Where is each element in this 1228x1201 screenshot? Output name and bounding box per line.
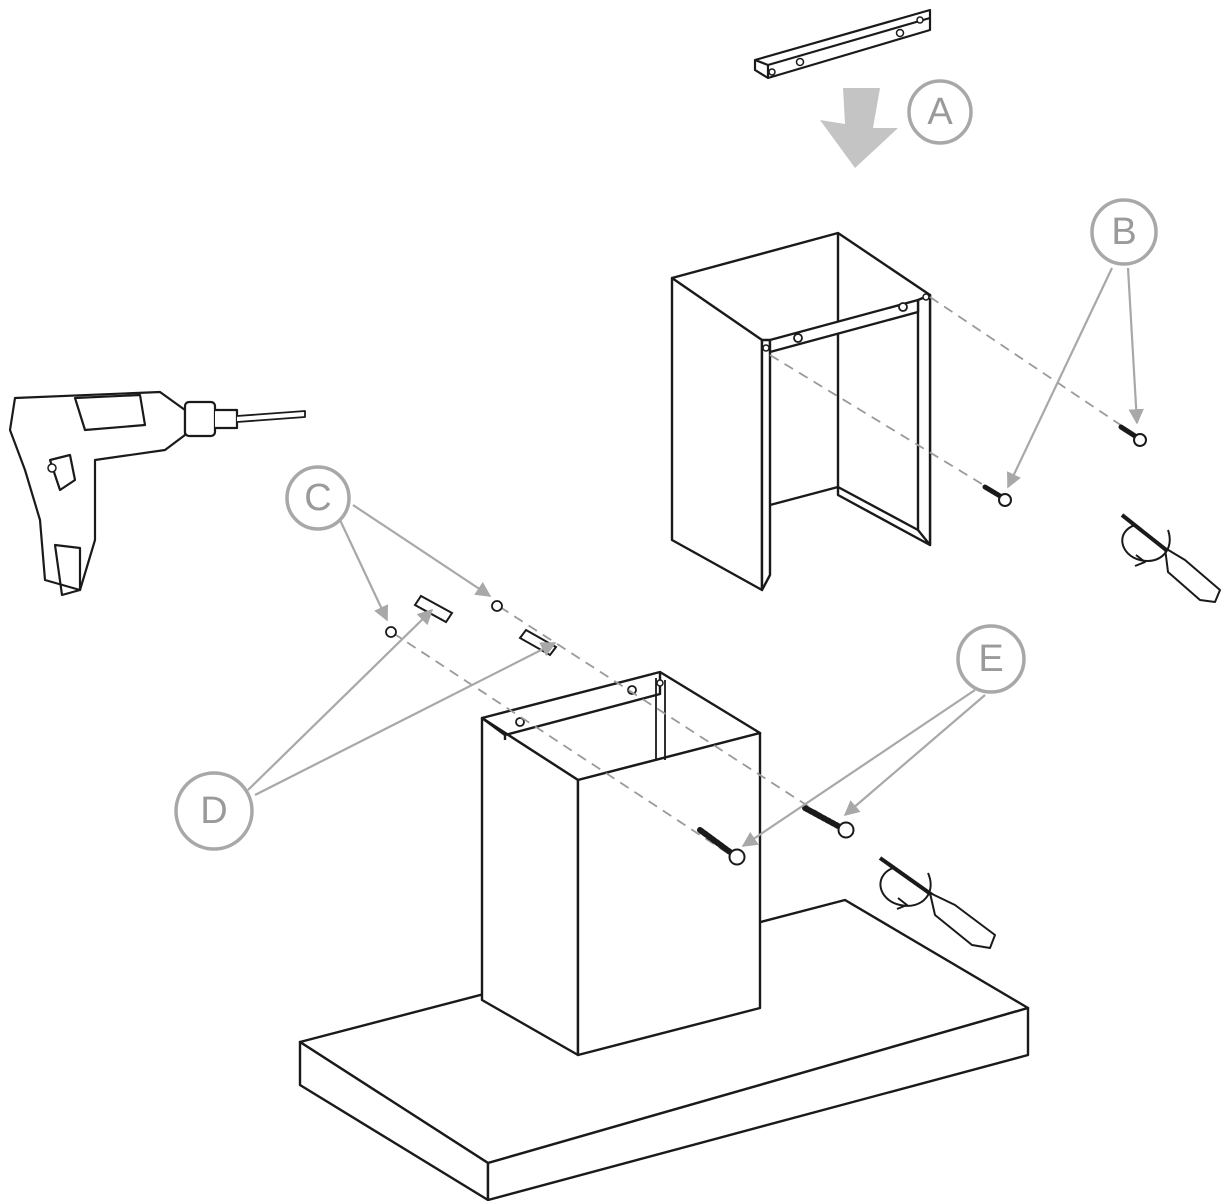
screw-icon [982,424,1147,507]
wall-plug-icon [413,594,558,657]
drill-icon [8,390,306,597]
drill-hole-icon [385,600,503,638]
upper-chimney-duct [670,231,932,592]
alignment-lines [392,296,1141,859]
callout-d-label: D [200,790,227,832]
callout-e: E [956,624,1026,694]
screw-icon [697,805,855,866]
callout-b-label: B [1111,211,1136,253]
callout-c: C [285,465,351,531]
down-arrow-icon [820,88,898,168]
callout-c-label: C [304,477,331,519]
lower-chimney-duct [480,670,762,1057]
callout-a-label: A [927,91,953,133]
callout-e-label: E [978,638,1003,680]
callout-leaders [247,267,1144,847]
screwdriver-icon [878,856,996,949]
callout-b: B [1090,198,1158,266]
callout-a: A [907,79,973,145]
wall-bracket-icon [753,8,932,80]
screwdriver-icon [1120,513,1221,603]
callout-d: D [174,771,254,851]
